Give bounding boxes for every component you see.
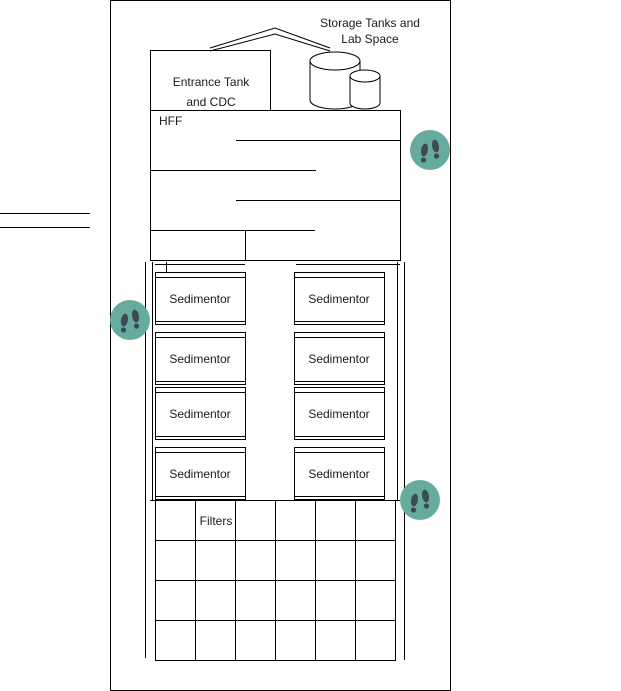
footprints-icon: [110, 300, 150, 340]
filter-cell: [275, 500, 316, 541]
sedimentor-box: [155, 332, 246, 385]
sedimentor-left-1: [155, 272, 246, 325]
heel-left: [120, 327, 127, 333]
heel-right: [423, 503, 430, 509]
filter-cell: [235, 540, 276, 581]
storage-tank-small-top: [349, 69, 381, 83]
sedimentor-label: Sedimentor: [308, 407, 370, 421]
storage-tanks-label: Storage Tanks and Lab Space: [314, 15, 426, 47]
filter-cell: [275, 580, 316, 621]
filter-cell: [195, 620, 236, 661]
sedimentor-label: Sedimentor: [169, 352, 231, 366]
filter-cell: [355, 580, 396, 621]
storage-tanks-label-line1: Storage Tanks and: [320, 16, 420, 30]
filter-cell: [315, 620, 356, 661]
filter-cell: [195, 540, 236, 581]
sedimentor-box: [155, 272, 246, 325]
footprint-right: [421, 489, 430, 503]
heel-right: [433, 153, 440, 159]
filter-cell: [355, 500, 396, 541]
sedimentor-left-3: [155, 387, 246, 440]
sedimentor-box: [294, 272, 385, 325]
filters-label: Filters: [199, 514, 233, 528]
storage-tank-small: [349, 76, 381, 110]
sedimentor-box: [155, 387, 246, 440]
marker-circle: [410, 130, 450, 170]
storage-tanks-label-line2: Lab Space: [341, 32, 399, 46]
filter-cell: [275, 620, 316, 661]
storage-tank-large-top: [309, 51, 361, 71]
heel-right: [133, 323, 140, 329]
filter-cell: [235, 620, 276, 661]
filter-cell: [315, 580, 356, 621]
footprints-icon: [410, 130, 450, 170]
filter-cell: [315, 540, 356, 581]
entrance-tank-label: Entrance Tank and CDC: [160, 72, 262, 112]
sedimentor-right-4: [294, 447, 385, 500]
footprint-left: [120, 313, 129, 327]
sedimentor-label: Sedimentor: [308, 467, 370, 481]
sedimentor-box: [294, 332, 385, 385]
marker-circle: [110, 300, 150, 340]
sedimentor-right-1: [294, 272, 385, 325]
sedimentor-left-4: [155, 447, 246, 500]
footprint-right: [131, 309, 140, 323]
roof-line-inner: [209, 33, 331, 52]
sedimentor-label: Sedimentor: [169, 467, 231, 481]
sedimentor-label: Sedimentor: [169, 407, 231, 421]
roof-line-outer: [209, 27, 331, 49]
footprint-right: [431, 139, 440, 153]
heel-left: [420, 157, 427, 163]
sedimentor-box: [294, 447, 385, 500]
filter-cell: [155, 540, 196, 581]
filter-cell: [315, 500, 356, 541]
filter-cell: [235, 500, 276, 541]
heel-left: [410, 507, 417, 513]
sedimentor-label: Sedimentor: [308, 352, 370, 366]
sedimentor-right-2: [294, 332, 385, 385]
footprint-left: [410, 493, 419, 507]
sedimentor-right-3: [294, 387, 385, 440]
filter-cell: [355, 620, 396, 661]
filter-cell: [355, 540, 396, 581]
entrance-tank-label-line1: Entrance Tank: [172, 75, 250, 89]
sedimentor-box: [155, 447, 246, 500]
footprint-left: [420, 143, 429, 157]
marker-circle: [400, 480, 440, 520]
entrance-tank-label-line2: and CDC: [186, 95, 236, 109]
sedimentor-box: [294, 387, 385, 440]
filter-cell: [235, 580, 276, 621]
hff-box: [150, 110, 401, 261]
hff-label: HFF: [159, 114, 183, 128]
sedimentor-label: Sedimentor: [308, 292, 370, 306]
filter-cell: [155, 580, 196, 621]
footprints-icon: [400, 480, 440, 520]
filter-cell: [155, 620, 196, 661]
filter-cell: [195, 580, 236, 621]
filter-cell: [155, 500, 196, 541]
filter-cell: [275, 540, 316, 581]
sedimentor-label: Sedimentor: [169, 292, 231, 306]
sedimentor-left-2: [155, 332, 246, 385]
